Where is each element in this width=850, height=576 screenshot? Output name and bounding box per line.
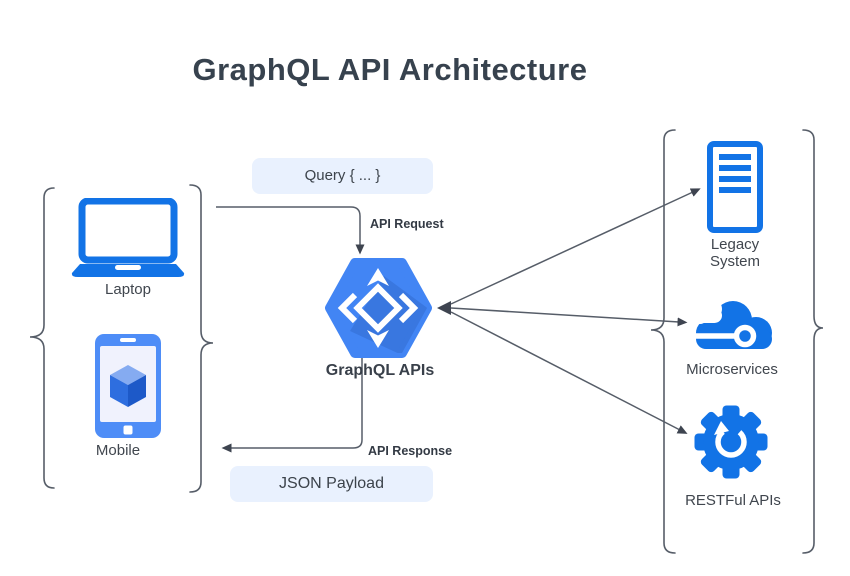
legacy-system-label: Legacy System [709,236,760,270]
response-arrow [221,353,363,453]
arrow-to-legacy-system [450,188,701,305]
gear-icon [694,405,768,479]
hexagon-api-gateway-icon [325,258,432,358]
api-response-label: API Response [368,444,453,458]
query-badge: Query { ... } [252,158,433,194]
gateway-side-arrowhead [437,301,451,315]
gateway-label: GraphQL APIs [325,362,435,379]
laptop-label: Laptop [105,281,151,298]
server-icon [707,141,763,233]
mobile-label: Mobile [95,442,141,459]
laptop-icon [71,198,185,277]
json-payload-badge: JSON Payload [230,466,433,502]
request-arrow [216,206,365,255]
right-outer-brace [802,129,824,554]
cube-icon [110,365,146,407]
left-inner-brace [189,184,214,493]
arrow-to-microservices [450,307,688,327]
right-inner-brace [650,129,676,554]
mobile-phone-icon [95,334,161,438]
restful-apis-label: RESTFul APIs [685,492,781,509]
api-compass-glyph [337,268,419,348]
left-outer-brace [29,187,55,489]
microservices-label: Microservices [686,361,778,378]
cloud-icon [692,299,772,349]
arrow-to-restful-apis [450,311,688,434]
page-title: GraphQL API Architecture [192,52,588,87]
api-request-label: API Request [370,217,444,231]
